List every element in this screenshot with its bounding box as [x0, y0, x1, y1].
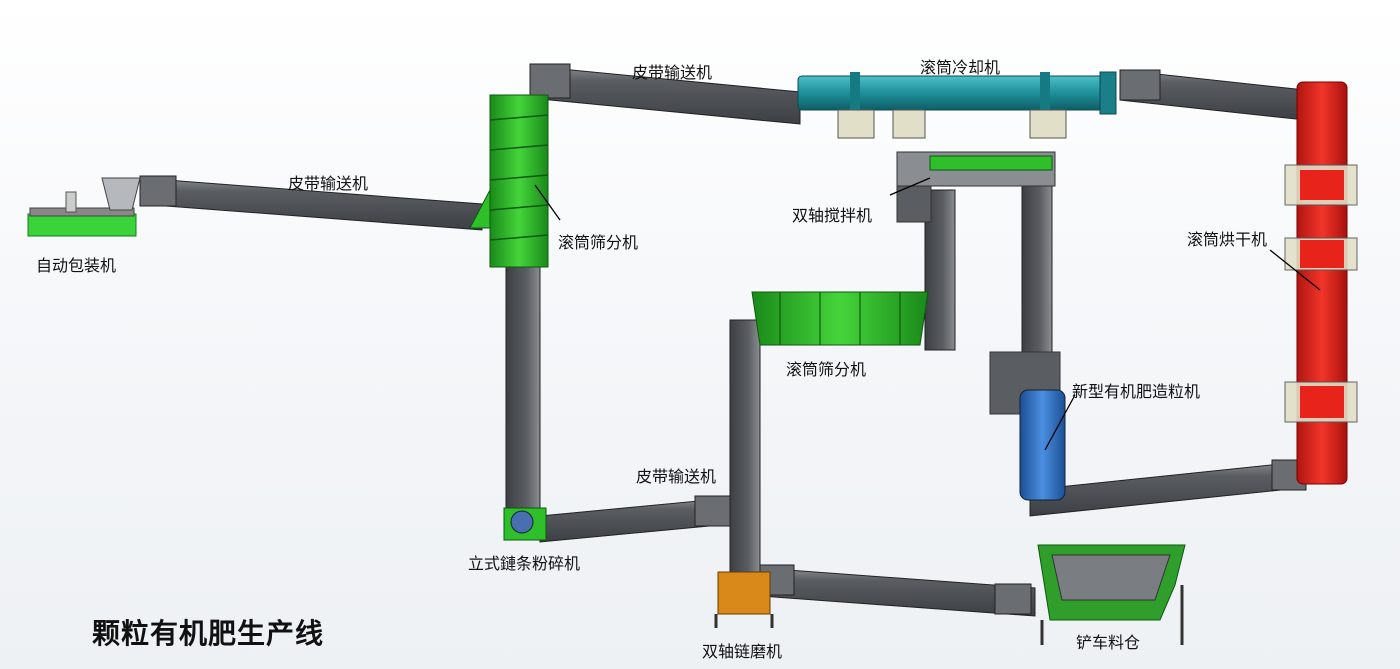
belt-conveyor-top: [529, 63, 801, 125]
drum-screen-2: [751, 291, 929, 346]
belt-conveyor-cooler-to-dryer: [1119, 69, 1306, 121]
twin-shaft-mixer: [896, 151, 1056, 223]
label-twin-shaft-chain-mill: 双轴链磨机: [702, 642, 783, 661]
label-granulator: 新型有机肥造粒机: [1072, 382, 1201, 401]
belt-conveyor-crusher-to-elevator: [539, 495, 732, 543]
label-belt-conveyor-left: 皮带输送机: [288, 174, 369, 193]
label-twin-shaft-mixer: 双轴搅拌机: [792, 206, 873, 225]
drum-dryer: [1284, 81, 1358, 485]
twin-shaft-chain-mill: [714, 571, 774, 628]
bucket-elevator-4: [1021, 177, 1053, 359]
drum-screen-1: [469, 94, 549, 268]
label-drum-screen-2: 滚筒筛分机: [786, 360, 867, 379]
drum-cooler: [797, 71, 1117, 139]
label-drum-cooler: 滚筒冷却机: [920, 58, 1001, 77]
label-drum-screen-1: 滚筒筛分机: [558, 233, 639, 252]
belt-conveyor-left: [139, 175, 483, 231]
auto-packer: [27, 177, 141, 237]
granulator: [989, 351, 1066, 501]
diagram-title: 颗粒有机肥生产线: [92, 617, 325, 650]
belt-conveyor-mill-to-hopper: [759, 564, 1036, 617]
bucket-elevator-2: [729, 319, 761, 579]
loader-hopper: [1037, 544, 1186, 645]
label-auto-packer: 自动包装机: [36, 256, 117, 275]
chain-crusher: [503, 507, 547, 541]
label-drum-dryer: 滚筒烘干机: [1187, 230, 1268, 249]
label-belt-conveyor-top: 皮带输送机: [632, 63, 713, 82]
label-belt-conveyor-bottom: 皮带输送机: [636, 467, 717, 486]
belt-conveyor-dryer-to-granulator: [1029, 459, 1307, 517]
label-chain-crusher: 立式鏈条粉碎机: [468, 554, 581, 573]
label-loader-hopper: 铲车料仓: [1076, 633, 1141, 652]
leader-lines: [534, 177, 1321, 451]
bucket-elevator-1: [505, 261, 541, 509]
